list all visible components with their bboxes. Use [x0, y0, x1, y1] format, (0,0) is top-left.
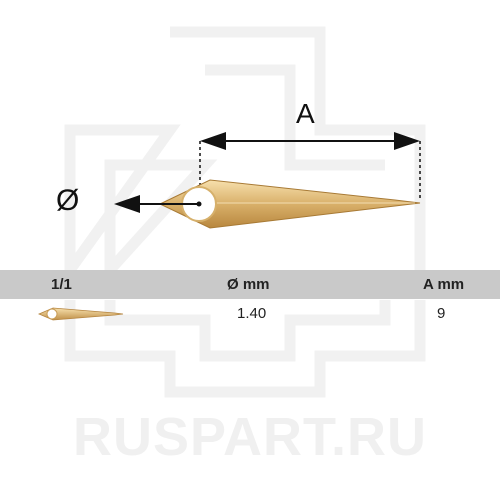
watermark-brand: RUSPART.RU — [72, 407, 427, 467]
diameter-arrow — [114, 195, 202, 213]
dimension-a-line — [199, 132, 421, 200]
dimension-label: A — [296, 98, 315, 129]
header-scale: 1/1 — [51, 276, 72, 293]
hand-thumbnail-icon — [37, 307, 124, 321]
hand-dimension-diagram — [114, 132, 421, 229]
value-length: 9 — [437, 305, 446, 322]
diameter-symbol: Ø — [56, 184, 80, 217]
header-diameter: Ø mm — [227, 276, 270, 293]
table-header-bar — [0, 270, 500, 299]
header-length: A mm — [423, 276, 465, 293]
value-diameter: 1.40 — [237, 305, 267, 322]
